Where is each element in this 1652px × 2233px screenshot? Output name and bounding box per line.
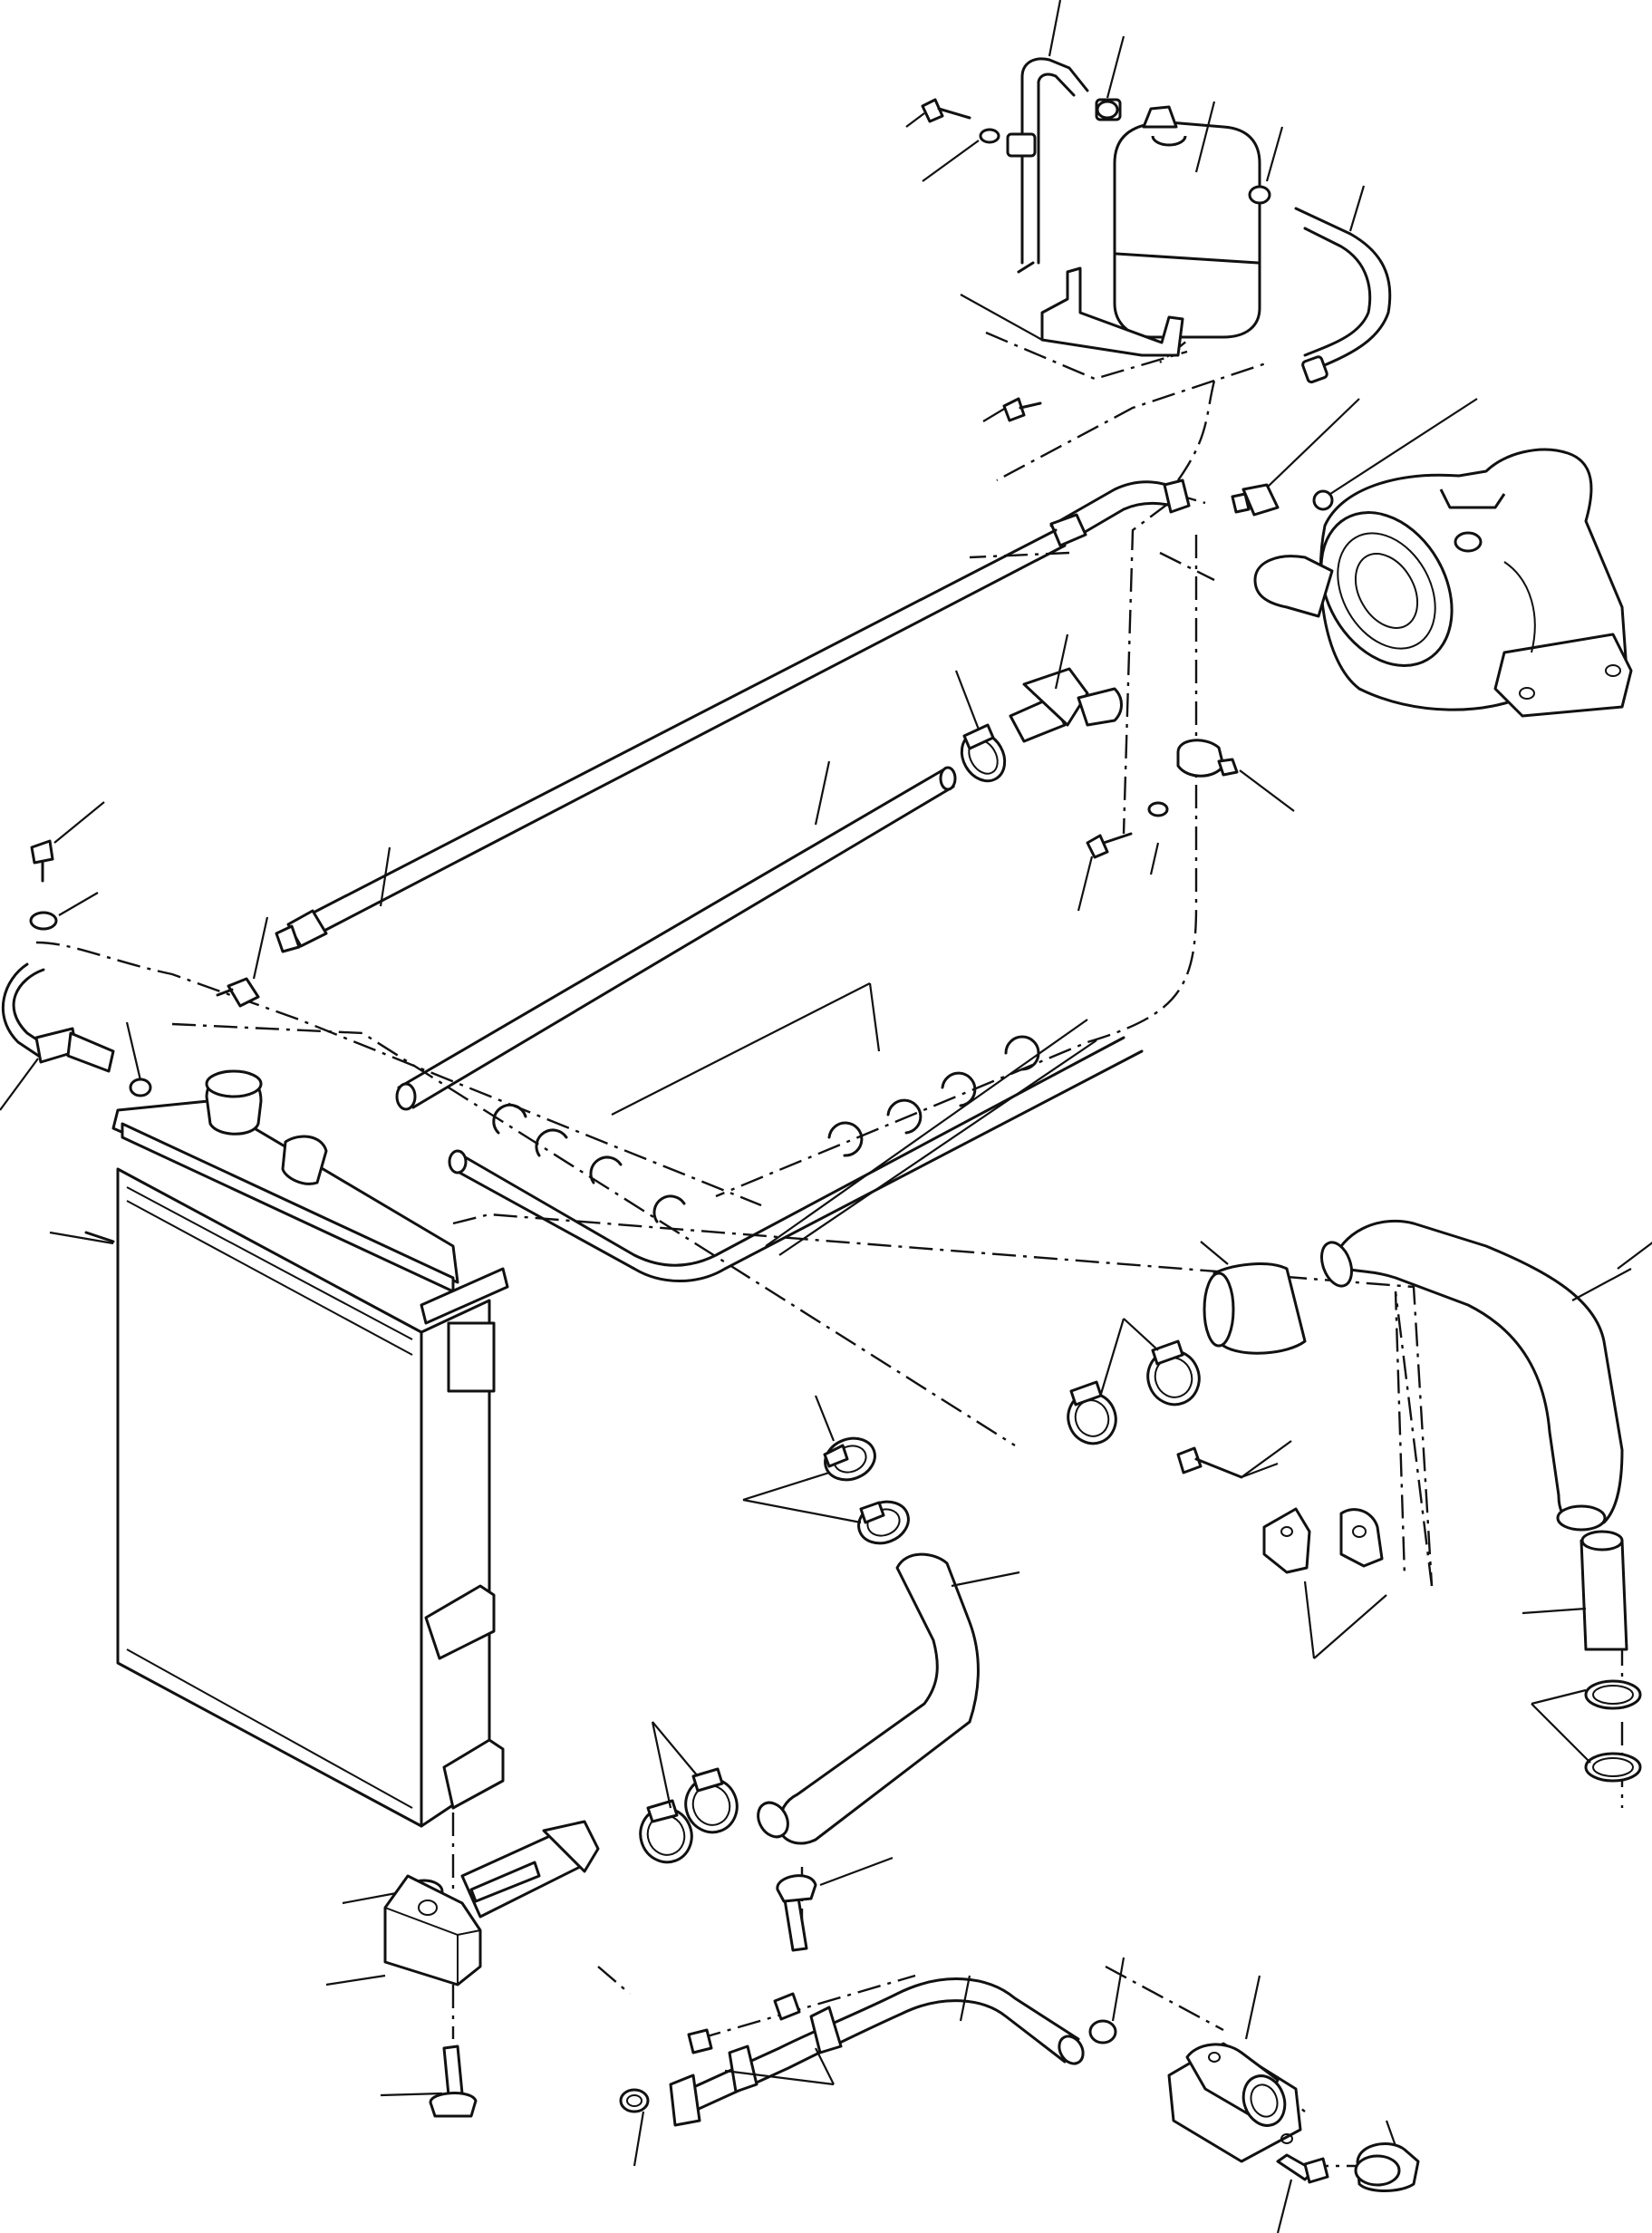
left-bypass-hose	[0, 801, 152, 1111]
radiator-lower-hose	[639, 1395, 1020, 1864]
oil-feed-pipe	[216, 478, 1191, 1008]
drain-block-assembly	[325, 1820, 600, 2118]
radiator	[49, 1069, 509, 1828]
turbocharger	[1231, 398, 1633, 718]
oil-feed-hose	[395, 760, 1144, 1282]
water-pipe	[619, 1856, 1125, 2167]
turbo-hose-clamp	[954, 633, 1295, 912]
reservoir-tank-assembly	[905, 0, 1392, 422]
radiator-upper-hose	[1067, 1219, 1652, 1783]
flange-connector	[1167, 1975, 1420, 2233]
